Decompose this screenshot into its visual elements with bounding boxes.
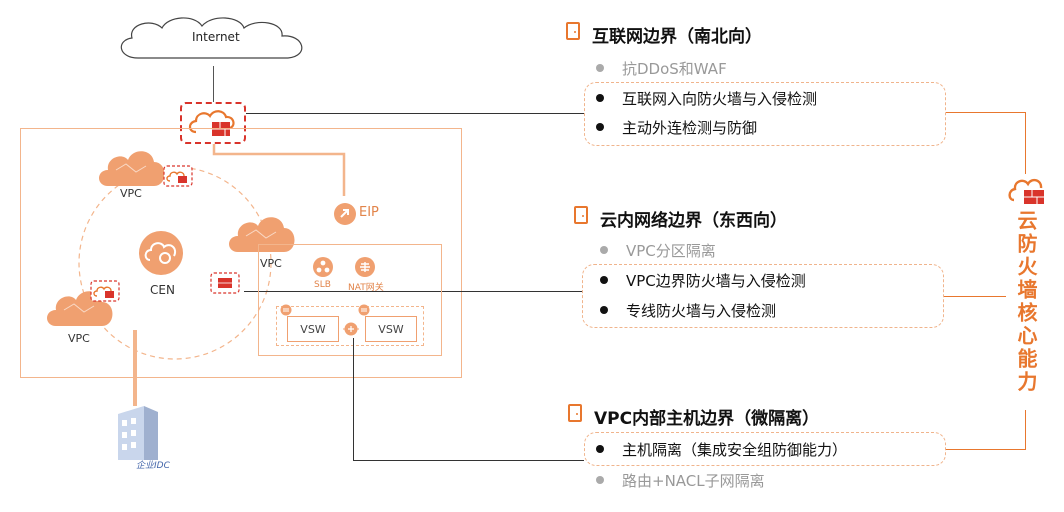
enterprise-idc-building-icon bbox=[118, 406, 158, 460]
router-icon bbox=[343, 322, 359, 336]
internet-firewall-icon bbox=[180, 102, 246, 144]
vpc-inner-box bbox=[258, 244, 442, 356]
vsw-group bbox=[276, 306, 424, 346]
bracket-line-bottom-vertical bbox=[1025, 410, 1026, 450]
cloud-region-boundary bbox=[20, 128, 462, 378]
highlight-box-internet bbox=[584, 82, 946, 146]
cen-label: CEN bbox=[150, 283, 175, 297]
connector-line-vpc bbox=[244, 291, 582, 292]
idc-uplink-line bbox=[133, 330, 137, 406]
highlight-box-cloud-network bbox=[582, 264, 944, 328]
bullet-icon bbox=[600, 245, 608, 254]
bracket-line-middle bbox=[944, 296, 1006, 297]
capability-item: VPC边界防火墙与入侵检测 bbox=[600, 270, 806, 291]
capability-item: 互联网入向防火墙与入侵检测 bbox=[596, 88, 817, 109]
vpc-label-right: VPC bbox=[260, 257, 282, 270]
door-icon bbox=[566, 22, 580, 40]
capability-item: 主动外连检测与防御 bbox=[596, 117, 757, 138]
vpc-firewall-icon-right bbox=[210, 272, 240, 294]
door-icon bbox=[574, 206, 588, 224]
internet-label: Internet bbox=[192, 30, 240, 44]
slb-icon bbox=[313, 257, 333, 277]
capability-item: 专线防火墙与入侵检测 bbox=[600, 300, 776, 321]
vswitch-1: VSW bbox=[287, 316, 339, 342]
internet-cloud-icon bbox=[120, 17, 303, 59]
eip-label: EIP bbox=[359, 205, 379, 220]
vswitch-2: VSW bbox=[365, 316, 417, 342]
vpc-firewall-icon-top bbox=[163, 165, 193, 187]
section-title-internet-border: 互联网边界（南北向） bbox=[592, 27, 762, 47]
cloud-firewall-core-icon bbox=[1008, 178, 1044, 204]
core-capability-vertical-title: 云防火墙核心能力 bbox=[1014, 210, 1038, 394]
enterprise-idc-label: 企业IDC bbox=[136, 461, 170, 471]
bullet-icon bbox=[600, 275, 608, 284]
bullet-icon bbox=[596, 93, 604, 102]
bullet-icon bbox=[596, 122, 604, 131]
bracket-line-top-vertical bbox=[1025, 112, 1026, 174]
connector-line-host bbox=[353, 460, 584, 461]
section-title-cloud-network-border: 云内网络边界（东西向） bbox=[600, 211, 787, 231]
firewall-to-eip-path bbox=[212, 144, 346, 196]
highlight-box-vpc-host bbox=[584, 432, 946, 466]
nat-gateway-label: NAT网关 bbox=[348, 283, 384, 293]
slb-label: SLB bbox=[314, 280, 331, 290]
vpc-cloud-icon bbox=[99, 151, 165, 186]
vpc-firewall-icon-bottom bbox=[90, 280, 120, 302]
connector-line-host-vertical bbox=[353, 338, 354, 460]
capability-item: 路由+NACL子网隔离 bbox=[596, 470, 765, 491]
bracket-line-top bbox=[946, 112, 1026, 113]
bullet-icon bbox=[596, 475, 604, 484]
capability-item: 主机隔离（集成安全组防御能力） bbox=[596, 439, 847, 460]
connector-line-internet bbox=[246, 113, 584, 114]
vpc-label-bottom-left: VPC bbox=[68, 332, 90, 345]
vpc-cloud-icon bbox=[229, 217, 295, 252]
vpc-label-top-left: VPC bbox=[120, 187, 142, 200]
vswitch-icon bbox=[358, 304, 370, 316]
bullet-icon bbox=[596, 444, 604, 453]
capability-item: 抗DDoS和WAF bbox=[596, 58, 727, 79]
internet-to-firewall-line bbox=[213, 66, 214, 102]
section-title-vpc-host-border: VPC内部主机边界（微隔离） bbox=[594, 409, 820, 429]
cen-icon bbox=[139, 231, 183, 275]
nat-gateway-icon bbox=[355, 257, 375, 277]
door-icon bbox=[568, 404, 582, 422]
vswitch-icon bbox=[280, 304, 292, 316]
capability-item: VPC分区隔离 bbox=[600, 240, 716, 261]
eip-icon bbox=[334, 203, 356, 225]
bullet-icon bbox=[596, 63, 604, 72]
bracket-line-bottom bbox=[946, 449, 1026, 450]
bullet-icon bbox=[600, 305, 608, 314]
